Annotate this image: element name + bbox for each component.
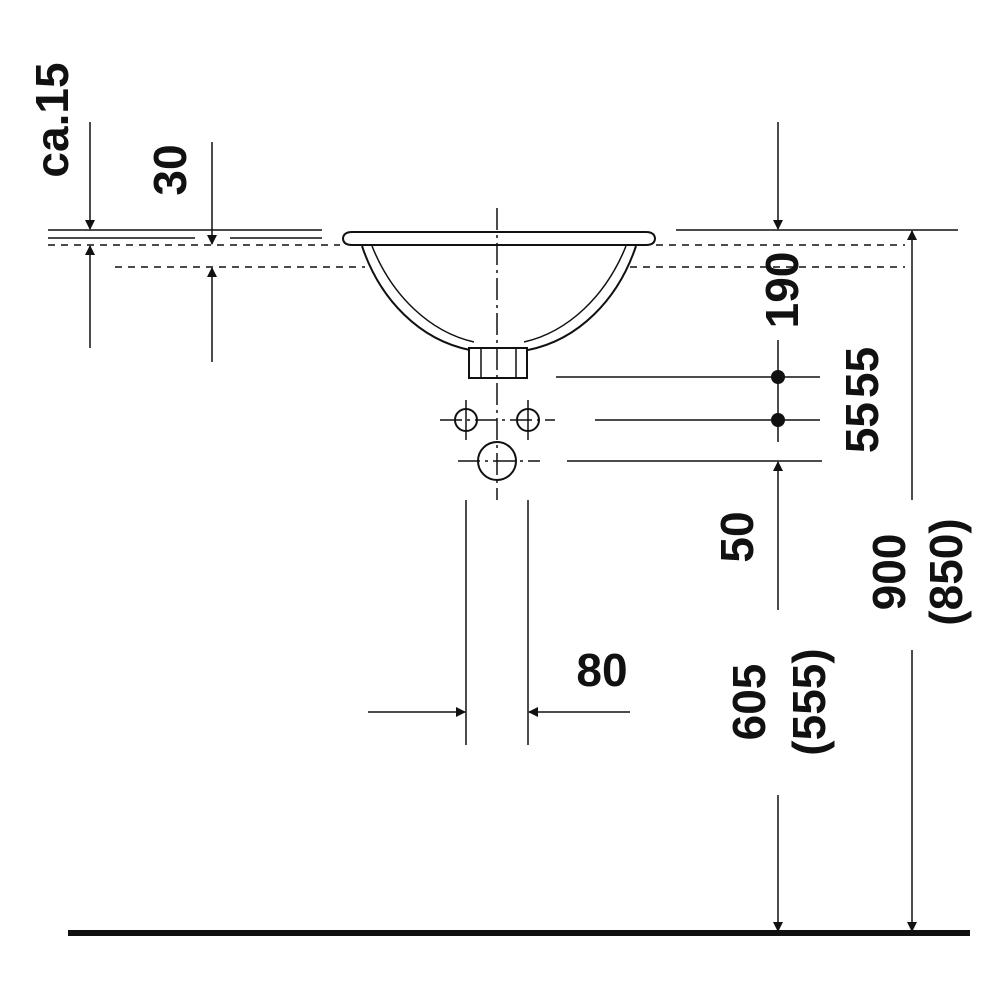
basin-height-label: 190 (756, 252, 808, 329)
waste-height-label: 605 (723, 664, 775, 741)
drain-level-dot (771, 370, 785, 384)
rim-thickness-label: 30 (144, 144, 196, 195)
drain-outlet (468, 347, 528, 379)
supply-level-dot (771, 413, 785, 427)
rim-height-alt-label: (850) (920, 518, 972, 625)
basin-bowl-outer (361, 245, 637, 351)
overflow-depth-label: ca.15 (26, 62, 78, 177)
supply-spacing-label: 80 (576, 644, 627, 696)
rim-height-label: 900 (863, 534, 915, 611)
drain-to-supply-label: 55 (836, 347, 888, 398)
supply-to-waste-label: 55 (836, 402, 888, 453)
waste-height-alt-label: (555) (783, 648, 835, 755)
waste-above-label: 50 (711, 511, 763, 562)
basin-bowl-inner (371, 245, 627, 343)
basin-rim (341, 231, 657, 246)
